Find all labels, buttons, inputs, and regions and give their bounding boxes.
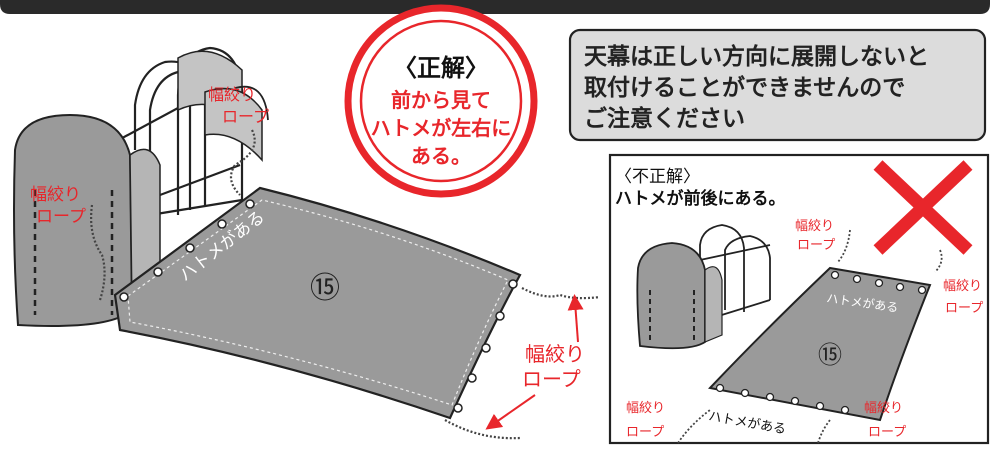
notice-line-1: 天幕は正しい方向に展開しないと (584, 43, 929, 70)
rope-label-top-small-2: ロープ (797, 238, 835, 253)
notice-panel: 天幕は正しい方向に展開しないと 取付けることができませんので ご注意ください (568, 28, 987, 142)
red-arrow-down (485, 394, 536, 430)
notice-line-3: ご注意ください (584, 105, 745, 132)
x-mark-icon (873, 160, 973, 255)
canopy-sheet-small (708, 266, 932, 422)
rope-label-bottom-right-1: 幅絞り (864, 401, 903, 416)
incorrect-title: 〈不正解〉 (615, 167, 700, 187)
correct-badge: 〈正解〉 前から見て ハトメが左右に ある。 (344, 4, 538, 198)
rope-label-top-line2: ロープ (222, 107, 269, 126)
rope-label-top-small-1: 幅絞り (795, 219, 834, 234)
rope-label-bottom-right-2: ロープ (868, 425, 906, 440)
greenhouse-small (636, 224, 771, 350)
red-arrow-up (567, 294, 584, 343)
rope-label-right-small-2: ロープ (945, 301, 983, 316)
greenhouse-main (13, 46, 269, 327)
rope-label-bottom-left-1: 幅絞り (626, 401, 665, 416)
notice-line-2: 取付けることができませんので (584, 74, 905, 101)
top-header-bar (0, 0, 990, 14)
correct-title: 〈正解〉 (393, 54, 489, 82)
part-number-small: ⑮ (818, 341, 842, 369)
rope-label-bottom-left-2: ロープ (626, 425, 664, 440)
correct-line-3: ある。 (411, 144, 471, 168)
rope-label-left-line2: ロープ (36, 207, 86, 227)
correct-line-2: ハトメが左右に (371, 116, 512, 140)
incorrect-box: 〈不正解〉 ハトメが前後にある。 (608, 153, 990, 445)
rope-label-right-line1: 幅絞り (525, 342, 585, 366)
canopy-sheet-main (113, 186, 522, 420)
rope-label-right-line2: ロープ (522, 367, 581, 391)
correct-line-1: 前から見て (391, 88, 491, 112)
part-number-main: ⑮ (310, 271, 340, 306)
rope-label-left-line1: 幅絞り (30, 185, 81, 205)
rope-label-top-line1: 幅絞り (208, 85, 256, 104)
incorrect-subtitle: ハトメが前後にある。 (615, 188, 786, 209)
rope-label-right-small-1: 幅絞り (943, 279, 982, 294)
